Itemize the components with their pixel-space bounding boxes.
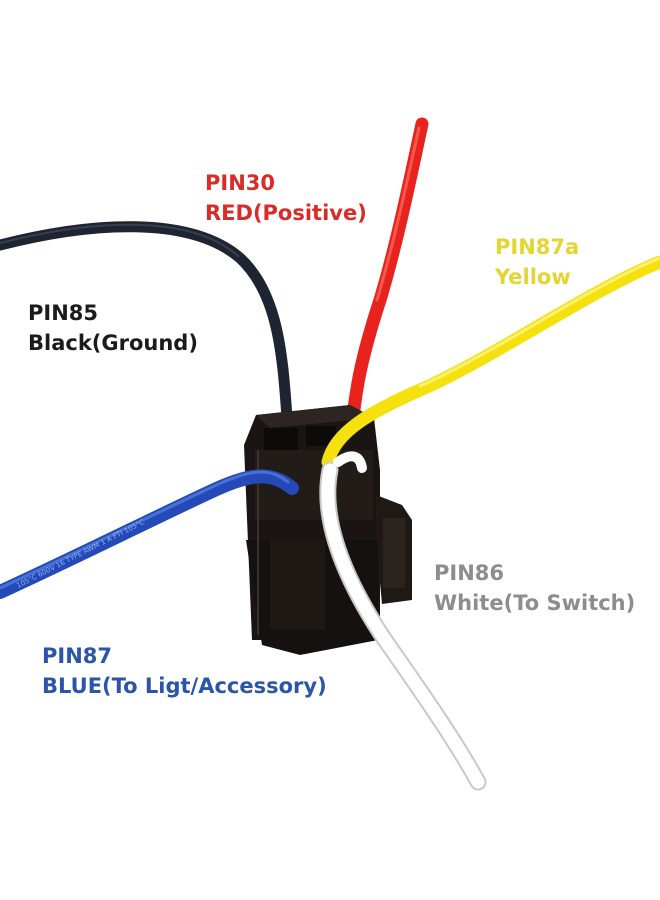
label-pin87a: PIN87a Yellow [495,232,579,292]
wire-print: 105°C 600V 16 TYPE AWM 1 A FTI 105°C [15,518,146,590]
pin86-title: PIN86 [434,561,505,585]
label-pin85: PIN85 Black(Ground) [28,298,198,358]
pin30-title: PIN30 [205,171,276,195]
label-pin86: PIN86 White(To Switch) [434,558,635,618]
red-wire [345,117,429,437]
yellow-wire [321,255,660,469]
pin85-description: Black(Ground) [28,331,198,355]
label-pin87: PIN87 BLUE(To Ligt/Accessory) [42,641,327,701]
pin30-description: RED(Positive) [205,201,367,225]
pin87a-title: PIN87a [495,235,580,259]
pin87-description: BLUE(To Ligt/Accessory) [42,674,327,698]
white-wire [319,451,487,791]
pin87-title: PIN87 [42,644,113,668]
pin85-title: PIN85 [28,301,99,325]
black-wire [0,221,294,438]
label-pin30: PIN30 RED(Positive) [205,168,367,228]
pin86-description: White(To Switch) [434,591,636,615]
pin87a-description: Yellow [495,265,571,289]
